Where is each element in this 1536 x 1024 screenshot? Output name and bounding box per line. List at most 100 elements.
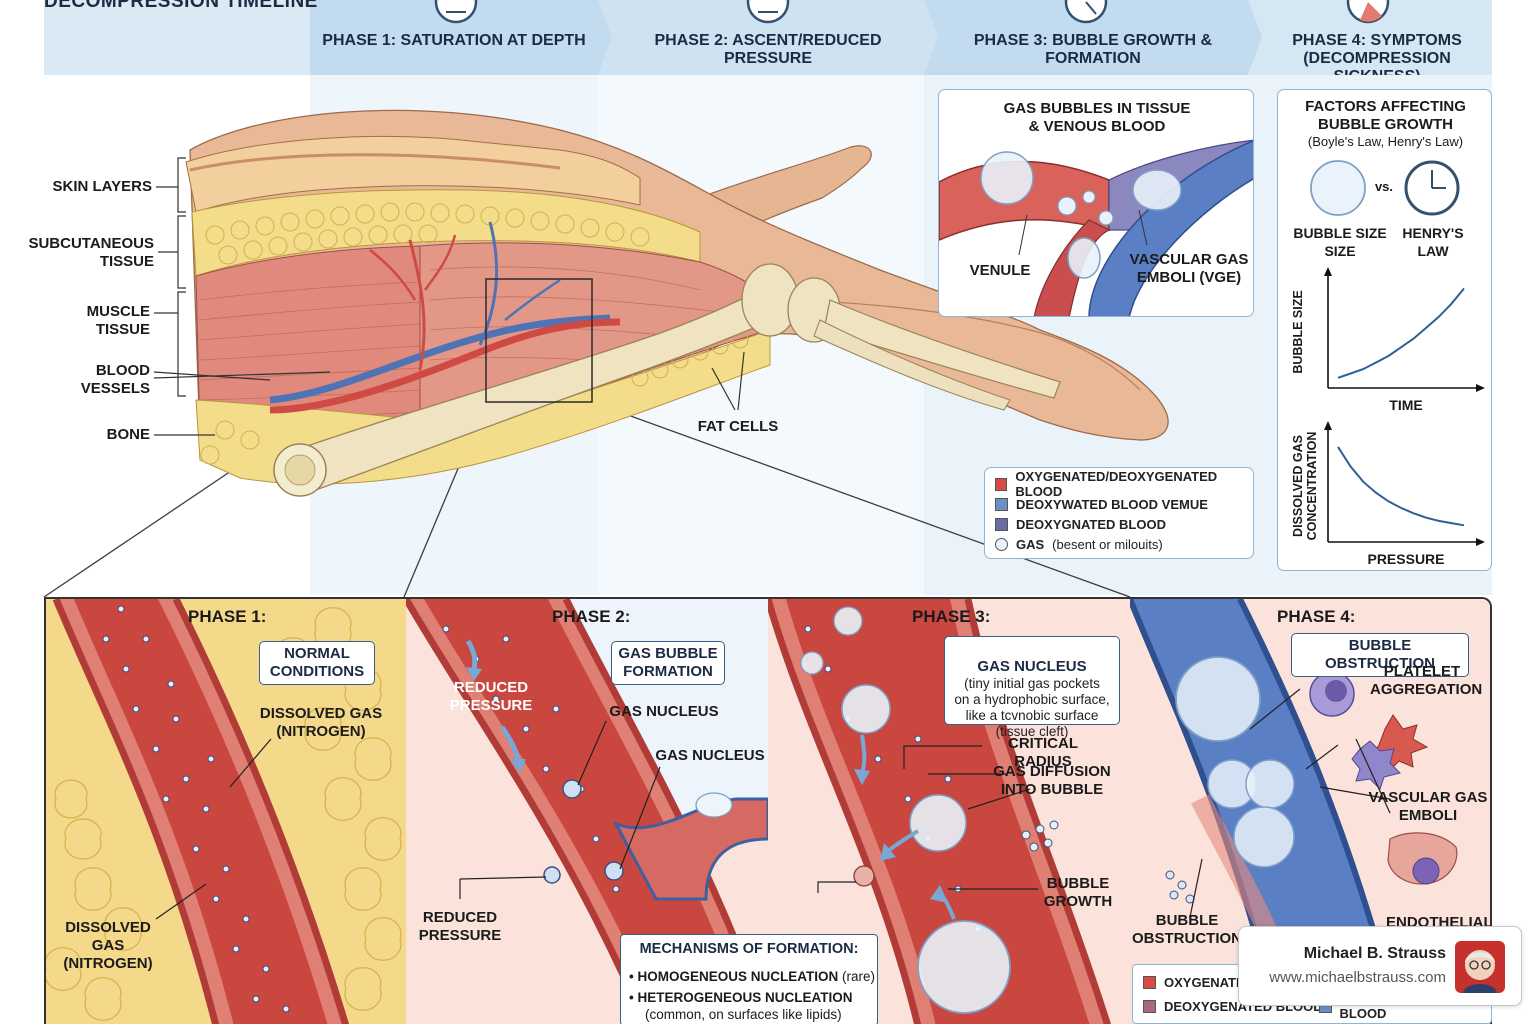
legend-label: OXYGENATED/DEOXYGENATED BLOOD [1015,469,1218,499]
clock-icon [1064,0,1108,24]
bubble-growth-label: BUBBLE GROWTH [1043,875,1113,910]
vge-label: VASCULAR GAS EMBOLI (VGE) [1129,251,1249,286]
legend-item: GAS (besent or milouits) [995,535,1163,553]
diffusion-arrow-icon [860,734,867,775]
legend-item: DEOXYWATED BLOOD VEMUE [995,495,1208,513]
vascular-gas-emboli-label: VASCULAR GAS EMBOLI [1368,789,1488,824]
mechanism-name: HETEROGENEOUS NUCLEATION [637,990,853,1005]
mechanism-footnote: (common, on surfaces like lipids) [645,1007,842,1022]
mechanisms-box: MECHANISMS OF FORMATION: • HOMOGENEOUS N… [620,934,878,1024]
legend-swatch [1143,999,1156,1013]
author-watermark[interactable]: Michael B. Strauss www.michaelbstrauss.c… [1238,926,1522,1006]
legend-note: (besent or milouits) [1052,536,1163,552]
critical-radius-label: CRITICAL RADIUS [1008,735,1078,770]
mechanism-note: (rare) [838,969,875,984]
legend-item: OXYGENATED/DEOXYGENATED BLOOD [995,469,1253,499]
henrys-law-label: HENRY'S LAW [1402,225,1464,259]
factors-subtitle: (Boyle's Law, Henry's Law) [1307,134,1464,149]
blood-legend: OXYGENATED/DEOXYGENATED BLOOD DEOXYWATED… [984,467,1254,559]
gas-nucleus-icon [562,779,582,799]
venous-inset-title: GAS BUBBLES IN TISSUE & VENOUS BLOOD [1003,100,1191,135]
legend-label: DEOXYGNATED BLOOD [1016,516,1166,532]
legend-item: OXYGENATE [1143,973,1245,991]
series-line [1337,287,1465,379]
bubble-icon [909,794,967,852]
clock-icon [1346,0,1390,24]
reduced-pressure-lower-label: REDUCED PRESSURE [418,909,502,944]
bubble-obstruction-label: BUBBLE OBSTRUCTION [1132,912,1242,947]
x-axis-arrow-icon [1476,384,1485,392]
legend-swatch [995,517,1008,531]
blood-vessels-label: BLOOD VESSELS [80,362,150,397]
dissolved-gas-lower-label: DISSOLVED GAS (NITROGEN) [63,919,153,972]
gas-nucleus-icon [543,866,561,884]
bubble-icon [1310,160,1366,216]
author-avatar [1455,941,1505,993]
gas-diffusion-label: GAS DIFFUSION INTO BUBBLE [993,763,1111,798]
bubble-icon [917,920,1011,1014]
gas-bubble-icon [995,537,1008,551]
y-axis-label: BUBBLE SIZE [1291,290,1305,373]
bubble-icon [980,151,1034,205]
pressure-arrow-icon [499,725,521,762]
timeline-title: DECOMPRESSION TIMELINE [44,0,318,12]
x-axis-label: TIME [1389,397,1422,413]
gas-nucleus-callout-title: GAS NUCLEUS [977,658,1087,675]
mechanism-name: HOMOGENEOUS NUCLEATION [637,969,839,984]
bubble-icon [1175,656,1261,742]
vessel-bubble-illustration [939,139,1253,316]
dissolved-gas-upper-label: DISSOLVED GAS (NITROGEN) [259,705,383,740]
y-axis-arrow-icon [1324,421,1332,430]
gas-nucleus-label-a: GAS NUCLEUS [609,703,719,720]
y-axis-label: CONCENTRATION [1305,432,1319,541]
timeline-header: DECOMPRESSION TIMELINE PHASE 1: SATURATI… [0,0,1536,85]
venule-label: VENULE [969,262,1031,279]
phase-2-header: PHASE 2: ASCENT/REDUCED PRESSURE [654,32,882,67]
legend-swatch [995,497,1008,511]
venous-blood-inset: GAS BUBBLES IN TISSUE & VENOUS BLOOD VEN… [938,89,1254,317]
factors-card: FACTORS AFFECTING BUBBLE GROWTH (Boyle's… [1277,89,1492,571]
phase-4-title: PHASE 4: [1277,607,1356,626]
legend-label: GAS [1016,536,1045,552]
mechanism-item: • HOMOGENEOUS NUCLEATION (rare) [629,969,875,984]
legend-label: OXYGENATE [1164,974,1245,990]
author-name: Michael B. Strauss [1303,945,1446,962]
legend-item: DEOXYGNATED BLOOD [995,515,1166,533]
phase-1-title: PHASE 1: [188,607,267,626]
y-axis-arrow-icon [1324,267,1332,276]
gas-nucleus-callout: GAS NUCLEUS (tiny initial gas pockets on… [944,636,1120,739]
bubble-size-label: BUBBLE SIZE SIZE [1293,225,1387,259]
factors-title: FACTORS AFFECTING BUBBLE GROWTH [1305,98,1466,133]
skin-layers-label: SKIN LAYERS [52,178,152,195]
reduced-pressure-upper-label: REDUCED PRESSURE [449,679,533,714]
legend-label: DEOXYWATED BLOOD VEMUE [1016,496,1208,512]
clock-icon [434,0,478,24]
legend-swatch [995,477,1008,491]
series-line [1337,446,1465,527]
gas-nucleus-label-b: GAS NUCLEUS [655,747,765,764]
fat-cells-label: FAT CELLS [697,418,779,435]
vs-label: vs. [1374,179,1394,194]
legend-swatch [1143,975,1156,989]
gas-nucleus-icon [604,861,624,881]
gas-bubble-formation-callout: GAS BUBBLE FORMATION [611,641,725,685]
gas-nucleus-callout-body: (tiny initial gas pockets on a hydrophob… [954,676,1110,739]
gas-nucleus-icon [695,792,733,818]
mechanisms-title: MECHANISMS OF FORMATION: [639,941,859,957]
muscle-tissue-label: MUSCLE TISSUE [86,303,150,338]
subcutaneous-tissue-label: SUBCUTANEOUS TISSUE [28,235,154,270]
bubble-icon [841,684,891,734]
mechanism-item: • HETEROGENEOUS NUCLEATION [629,990,853,1005]
x-axis-label: PRESSURE [1367,551,1444,567]
bubble-obstruction-callout: BUBBLE OBSTRUCTION [1291,633,1469,677]
y-axis-label: DISSOLVED GAS [1291,435,1305,537]
platelet-aggregation-label: PLATELET AGGREGATION [1370,663,1483,698]
phase-2-title: PHASE 2: [552,607,631,626]
phase-1-header: PHASE 1: SATURATION AT DEPTH [322,32,586,49]
normal-conditions-callout: NORMAL CONDITIONS [259,641,375,685]
pressure-arrow-icon [465,639,478,670]
clock-icon [746,0,790,24]
x-axis-arrow-icon [1476,538,1485,546]
author-url[interactable]: www.michaelbstrauss.com [1269,969,1446,986]
